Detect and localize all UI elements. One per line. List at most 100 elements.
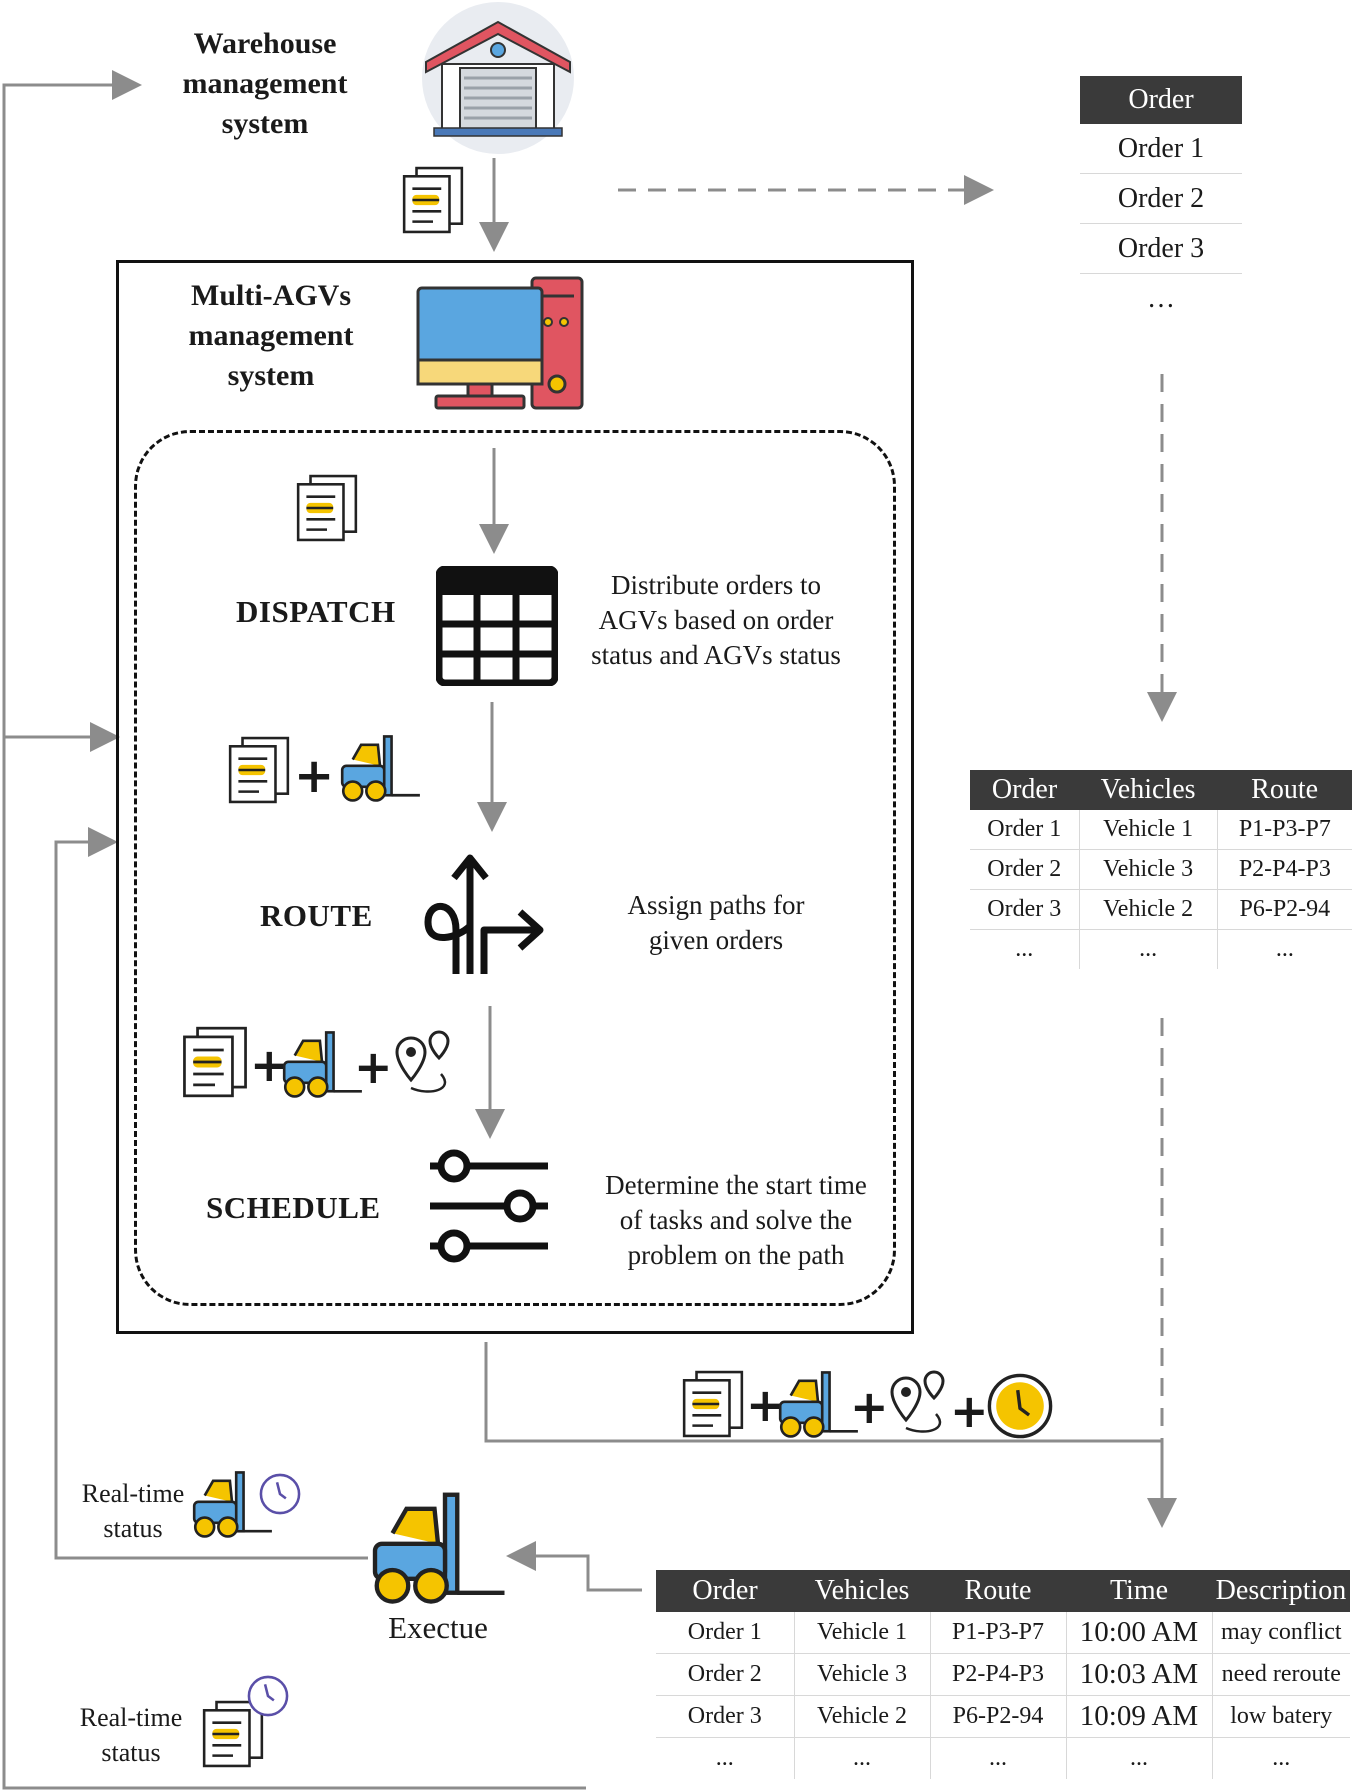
route-desc-line: given orders [648,925,784,955]
forklift-icon [280,1030,364,1100]
realtime-status-line: Real-time [79,1703,183,1732]
execute-label: Exectue [388,1610,488,1645]
route-table-cell: Vehicle 2 [1079,889,1218,930]
order-table: Order Order 1 Order 2 Order 3 … [1080,76,1242,323]
schedule-table-cell: 10:00 AM [1066,1612,1213,1654]
schedule-table-header: Order [656,1570,794,1612]
schedule-table-cell: ... [1272,1745,1291,1771]
plus-icon: + [250,1038,289,1092]
agv-title-line-1: Multi-AGVs [191,279,351,312]
route-table-cell: Vehicle 3 [1079,849,1218,890]
agv-system-title: Multi-AGVs management system [156,276,386,396]
forklift-execute-icon [368,1490,508,1608]
schedule-table-header: Route [930,1570,1066,1612]
schedule-table-cell: ... [1066,1737,1213,1779]
realtime-status-line: status [101,1738,161,1767]
order-document-icon [402,166,464,234]
schedule-table-cell: 10:03 AM [1066,1653,1213,1696]
forklift-icon [338,734,422,804]
route-table-cell: Order 2 [970,849,1080,890]
order-document-icon [682,1370,744,1438]
schedule-table-header: Time [1066,1570,1212,1612]
route-table-cell: ... [1275,936,1294,962]
schedule-table-cell: P2-P4-P3 [930,1653,1067,1696]
route-description: Assign paths for given orders [576,888,856,958]
route-desc-line: Assign paths for [627,890,805,920]
schedule-table: Order Vehicles Route Time Description Or… [656,1570,1350,1779]
route-table-header: Order [970,770,1080,810]
order-table-header: Order [1080,76,1242,124]
schedule-table-cell: P6-P2-94 [930,1695,1067,1738]
realtime-status-line: Real-time [81,1479,185,1508]
route-label: ROUTE [260,898,373,933]
sliders-icon [430,1149,548,1263]
clock-icon [986,1372,1054,1440]
wms-title-line-3: system [221,107,309,140]
route-table-header: Vehicles [1079,770,1218,810]
schedule-table-cell: Vehicle 2 [794,1695,931,1738]
schedule-table-cell: ... [930,1737,1067,1779]
wms-title: Warehouse management system [150,24,380,144]
schedule-table-cell: 10:09 AM [1066,1695,1213,1738]
schedule-table-cell: need reroute [1212,1653,1350,1696]
plus-icon: + [354,1040,393,1094]
schedule-table-cell: Vehicle 3 [794,1653,931,1696]
order-table-cell: Order 1 [1080,124,1242,174]
realtime-status-line: status [103,1514,163,1543]
route-table-cell: ... [970,929,1080,969]
schedule-table-cell: low batery [1212,1695,1350,1738]
execute-status-arrow [54,827,368,1560]
schedule-table-cell: ... [794,1737,931,1779]
clock-icon [258,1472,302,1516]
computer-icon [416,276,584,410]
order-table-cell: … [1147,282,1175,314]
route-table-cell: P2-P4-P3 [1217,849,1352,890]
table-grid-icon [436,566,558,686]
realtime-status-document-label: Real-time status [64,1700,198,1770]
schedule-table-cell: may conflict [1212,1612,1350,1654]
warehouse-icon [422,2,574,154]
schedule-table-cell: ... [656,1737,795,1779]
dispatch-description: Distribute orders to AGVs based on order… [566,568,866,673]
route-arrows-icon [424,854,544,974]
schedule-table-header: Description [1212,1570,1350,1612]
order-document-icon [296,474,358,542]
dispatch-label: DISPATCH [236,594,396,629]
order-document-icon [228,736,290,804]
route-table-cell: Order 1 [970,810,1080,850]
schedule-table-cell: Order 3 [656,1695,795,1738]
route-table-cell: Order 3 [970,889,1080,930]
schedule-table-cell: Order 2 [656,1653,795,1696]
plus-icon: + [294,748,335,804]
table-to-execute-arrow [506,1541,642,1592]
agv-title-line-3: system [227,359,315,392]
location-pin-icon [390,1030,462,1100]
schedule-table-header: Vehicles [794,1570,930,1612]
schedule-desc-line: problem on the path [627,1240,845,1270]
location-pin-icon [886,1370,956,1440]
route-table-cell: P1-P3-P7 [1217,810,1352,850]
forklift-icon [776,1370,860,1440]
route-table: Order Vehicles Route Order 1 Vehicle 1 P… [970,770,1352,969]
schedule-table-cell: Order 1 [656,1612,795,1654]
schedule-description: Determine the start time of tasks and so… [576,1168,896,1273]
feedback-to-wms-arrow [2,70,586,1790]
route-table-cell: Vehicle 1 [1079,810,1218,850]
dispatch-desc-line: Distribute orders to [611,570,821,600]
plus-icon: + [950,1384,989,1438]
realtime-status-forklift-label: Real-time status [66,1476,200,1546]
route-table-cell: P6-P2-94 [1217,889,1352,930]
wms-title-line-2: management [182,67,348,100]
route-table-header: Route [1217,770,1352,810]
order-document-icon [182,1026,248,1098]
schedule-desc-line: Determine the start time [605,1170,867,1200]
schedule-output-arrow [484,1342,1177,1528]
clock-icon [246,1674,290,1718]
plus-icon: + [746,1378,785,1432]
order-table-cell: Order 3 [1080,223,1242,274]
order-table-cell: Order 2 [1080,173,1242,224]
wms-title-line-1: Warehouse [193,27,337,60]
agv-system-box [116,260,914,1334]
schedule-desc-line: of tasks and solve the [619,1205,853,1235]
